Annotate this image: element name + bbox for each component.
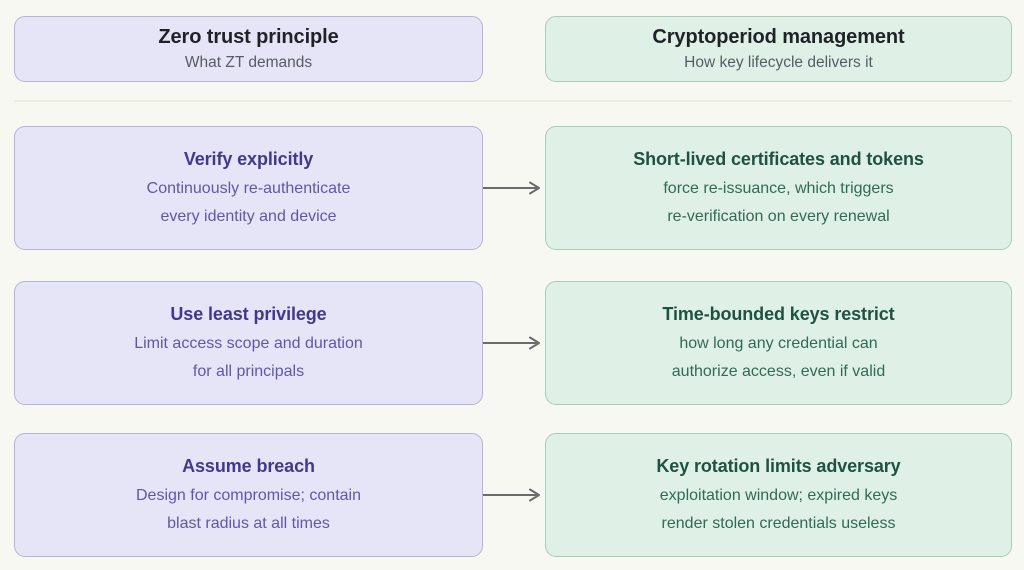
arrow-right-icon-row-2 [483,336,545,350]
row-2-left-line-1: Limit access scope and duration [134,334,363,352]
header-right-title: Cryptoperiod management [652,26,905,48]
row-1-left-line-1: Continuously re-authenticate [146,179,351,197]
row-2-left-title: Use least privilege [170,303,327,324]
row-2-right-line-2: authorize access, even if valid [671,362,886,380]
header-right-subtitle: How key lifecycle delivers it [684,54,873,71]
row-1-right-title: Short-lived certificates and tokens [633,148,924,169]
row-3-left-line-2: blast radius at all times [167,514,330,532]
row-2-left-line-2: for all principals [192,362,305,380]
row-1-right-line-1: force re-issuance, which triggers [663,179,894,197]
row-2-left-card: Use least privilege Limit access scope a… [14,281,483,405]
row-1-left-line-2: every identity and device [160,207,337,225]
header-card-left: Zero trust principle What ZT demands [14,16,483,82]
row-2-right-card: Time-bounded keys restrict how long any … [545,281,1012,405]
row-1-right-card: Short-lived certificates and tokens forc… [545,126,1012,250]
row-3-right-title: Key rotation limits adversary [656,455,901,476]
row-3-right-line-2: render stolen credentials useless [661,514,896,532]
row-3-left-line-1: Design for compromise; contain [136,486,361,504]
header-row: Zero trust principle What ZT demands Cry… [0,0,1024,100]
arrow-right-icon-row-3 [483,488,545,502]
row-1-left-card: Verify explicitly Continuously re-authen… [14,126,483,250]
row-1-left-title: Verify explicitly [183,148,314,169]
header-left-subtitle: What ZT demands [184,54,313,71]
row-3-right-card: Key rotation limits adversary exploitati… [545,433,1012,557]
row-3-left-card: Assume breach Design for compromise; con… [14,433,483,557]
row-1-right-line-2: re-verification on every renewal [667,207,890,225]
header-card-right: Cryptoperiod management How key lifecycl… [545,16,1012,82]
row-3-right-line-1: exploitation window; expired keys [659,486,898,504]
arrow-right-icon-row-1 [483,181,545,195]
row-3-left-title: Assume breach [182,455,315,476]
header-divider [14,100,1012,102]
row-2-right-title: Time-bounded keys restrict [662,303,895,324]
header-left-title: Zero trust principle [158,26,339,48]
row-2-right-line-1: how long any credential can [679,334,878,352]
